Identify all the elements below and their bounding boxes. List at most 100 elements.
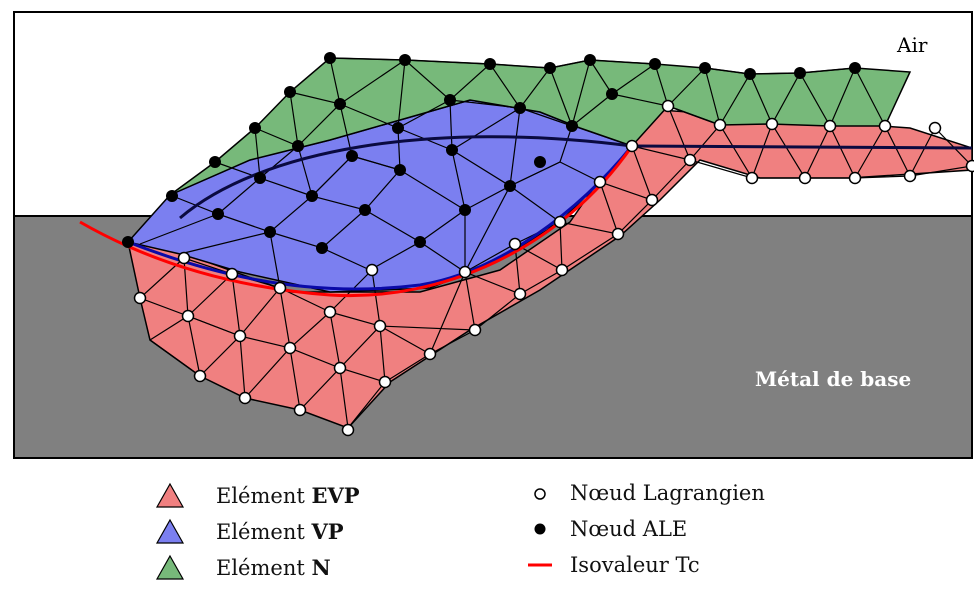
cordon-label: Cordon [855, 186, 937, 210]
ale-node [849, 62, 861, 74]
ale-node-icon [534, 523, 546, 535]
evp-triangle-icon [155, 482, 185, 508]
original-surface-curve [179, 135, 973, 220]
lagrangian-node [645, 193, 659, 207]
ale-nodes [122, 52, 861, 254]
lagrangian-node [593, 175, 607, 189]
ale-node [484, 58, 496, 70]
lagrangian-node [823, 119, 837, 133]
legend-item-n: Elément N [150, 552, 331, 582]
ale-node [254, 172, 266, 184]
ale-node [459, 204, 471, 216]
ale-node [292, 140, 304, 152]
ale-node [284, 86, 296, 98]
lagrangian-node [878, 119, 892, 133]
ale-node [444, 94, 456, 106]
n-triangle-icon [155, 554, 185, 580]
lagrangian-node [323, 305, 337, 319]
ale-node [394, 164, 406, 176]
lagrangian-node [423, 347, 437, 361]
lagrangian-node [508, 237, 522, 251]
ale-node [504, 180, 516, 192]
ale-node [209, 156, 221, 168]
lagrangian-node [341, 423, 355, 437]
lagrangian-node [181, 309, 195, 323]
lagrangian-node [468, 323, 482, 337]
lagrangian-node [283, 341, 297, 355]
ale-node [212, 208, 224, 220]
ale-node [534, 156, 546, 168]
lagrangian-node [745, 171, 759, 185]
ale-node [414, 236, 426, 248]
legend-evp-bold: EVP [311, 482, 360, 508]
ale-node [584, 54, 596, 66]
lagrangian-node [765, 117, 779, 131]
legend-n-prefix: Elément [216, 555, 312, 580]
lagrangian-node-icon [534, 488, 546, 500]
lagrangian-node [293, 403, 307, 417]
ale-node [264, 226, 276, 238]
lagrangian-node [513, 287, 527, 301]
legend-item-vp: Elément VP [150, 516, 344, 546]
lagrangian-node [928, 121, 942, 135]
ale-node [166, 190, 178, 202]
ale-node [249, 122, 261, 134]
legend-item-evp: Elément EVP [150, 480, 360, 510]
vp-triangle-icon [155, 518, 185, 544]
ale-node [514, 102, 526, 114]
lagrangian-node [611, 227, 625, 241]
vp-evp-interface-curve [127, 145, 634, 291]
lagrangian-node [553, 215, 567, 229]
ale-node [566, 120, 578, 132]
base-metal-label: Métal de base [755, 367, 911, 391]
lagrangian-node [177, 251, 191, 265]
ale-node [324, 52, 336, 64]
ale-node [744, 68, 756, 80]
isovalue-line-icon [528, 563, 552, 567]
lagrangian-node [133, 291, 147, 305]
lagrangian-node [625, 139, 639, 153]
lagrangian-node [225, 267, 239, 281]
lagrangian-node [683, 153, 697, 167]
legend: Elément EVP Elément VP Elément N Nœud La… [0, 470, 974, 590]
ale-node [306, 190, 318, 202]
lagrangian-node [798, 171, 812, 185]
lagrangian-node [238, 391, 252, 405]
ale-node [122, 236, 134, 248]
ale-node [334, 98, 346, 110]
legend-vp-bold: VP [311, 518, 344, 544]
mesh-diagram: Air Cordon Métal de base [13, 11, 974, 459]
lagrangian-node [903, 169, 917, 183]
lagrangian-node [555, 263, 569, 277]
lagrangian-nodes [133, 99, 974, 437]
ale-node [606, 88, 618, 100]
ale-node [794, 67, 806, 79]
evp-zone [127, 109, 973, 429]
ale-node [399, 54, 411, 66]
lagrangian-node [273, 281, 287, 295]
ale-node [392, 122, 404, 134]
legend-isovalue-label: Isovaleur Tc [570, 553, 700, 577]
lagrangian-node [378, 375, 392, 389]
ale-node [544, 62, 556, 74]
legend-n-bold: N [311, 554, 331, 580]
legend-vp-prefix: Elément [216, 519, 312, 544]
lagrangian-node [233, 329, 247, 343]
lagrangian-node [458, 265, 472, 279]
lagrangian-node [713, 118, 727, 132]
lagrangian-node [333, 361, 347, 375]
legend-item-ale: Nœud ALE [520, 514, 687, 544]
ale-node [346, 150, 358, 162]
lagrangian-node [661, 99, 675, 113]
lagrangian-node [373, 319, 387, 333]
lagrangian-node [365, 263, 379, 277]
ale-node [446, 144, 458, 156]
ale-node [359, 204, 371, 216]
ale-node [649, 58, 661, 70]
ale-node [699, 62, 711, 74]
legend-ale-label: Nœud ALE [570, 517, 688, 541]
legend-lagrangian-label: Nœud Lagrangien [570, 481, 765, 505]
air-label: Air [896, 33, 928, 57]
legend-evp-prefix: Elément [216, 483, 312, 508]
lagrangian-node [193, 369, 207, 383]
